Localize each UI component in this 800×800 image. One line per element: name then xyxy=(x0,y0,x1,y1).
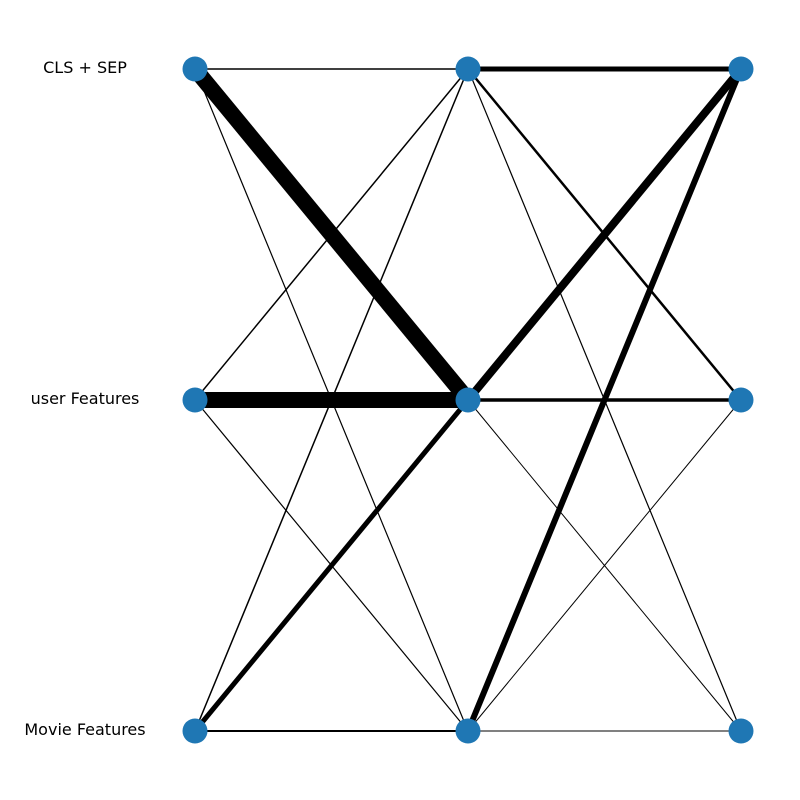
node-layer1-row2 xyxy=(455,718,481,744)
edges-group xyxy=(188,63,745,733)
node-layer2-row1 xyxy=(728,387,754,413)
row-label-cls-sep: CLS + SEP xyxy=(43,58,127,77)
edge-l0n1-l1n0 xyxy=(194,68,469,401)
node-layer1-row0 xyxy=(455,56,481,82)
node-layer2-row2 xyxy=(728,718,754,744)
row-label-movie-features: Movie Features xyxy=(24,720,146,739)
node-layer2-row0 xyxy=(728,56,754,82)
node-layer0-row2 xyxy=(182,718,208,744)
row-label-user-features: user Features xyxy=(30,389,140,408)
node-layer0-row0 xyxy=(182,56,208,82)
edge-l1n2-l2n1 xyxy=(467,399,742,732)
edge-l0n2-l1n0 xyxy=(194,68,469,732)
edge-l0n2-l1n1 xyxy=(193,398,470,733)
node-layer0-row1 xyxy=(182,387,208,413)
nodes-group xyxy=(182,56,754,744)
edge-l1n2-l2n0 xyxy=(465,67,744,733)
node-layer1-row1 xyxy=(455,387,481,413)
edge-l1n1-l2n0 xyxy=(464,66,745,403)
